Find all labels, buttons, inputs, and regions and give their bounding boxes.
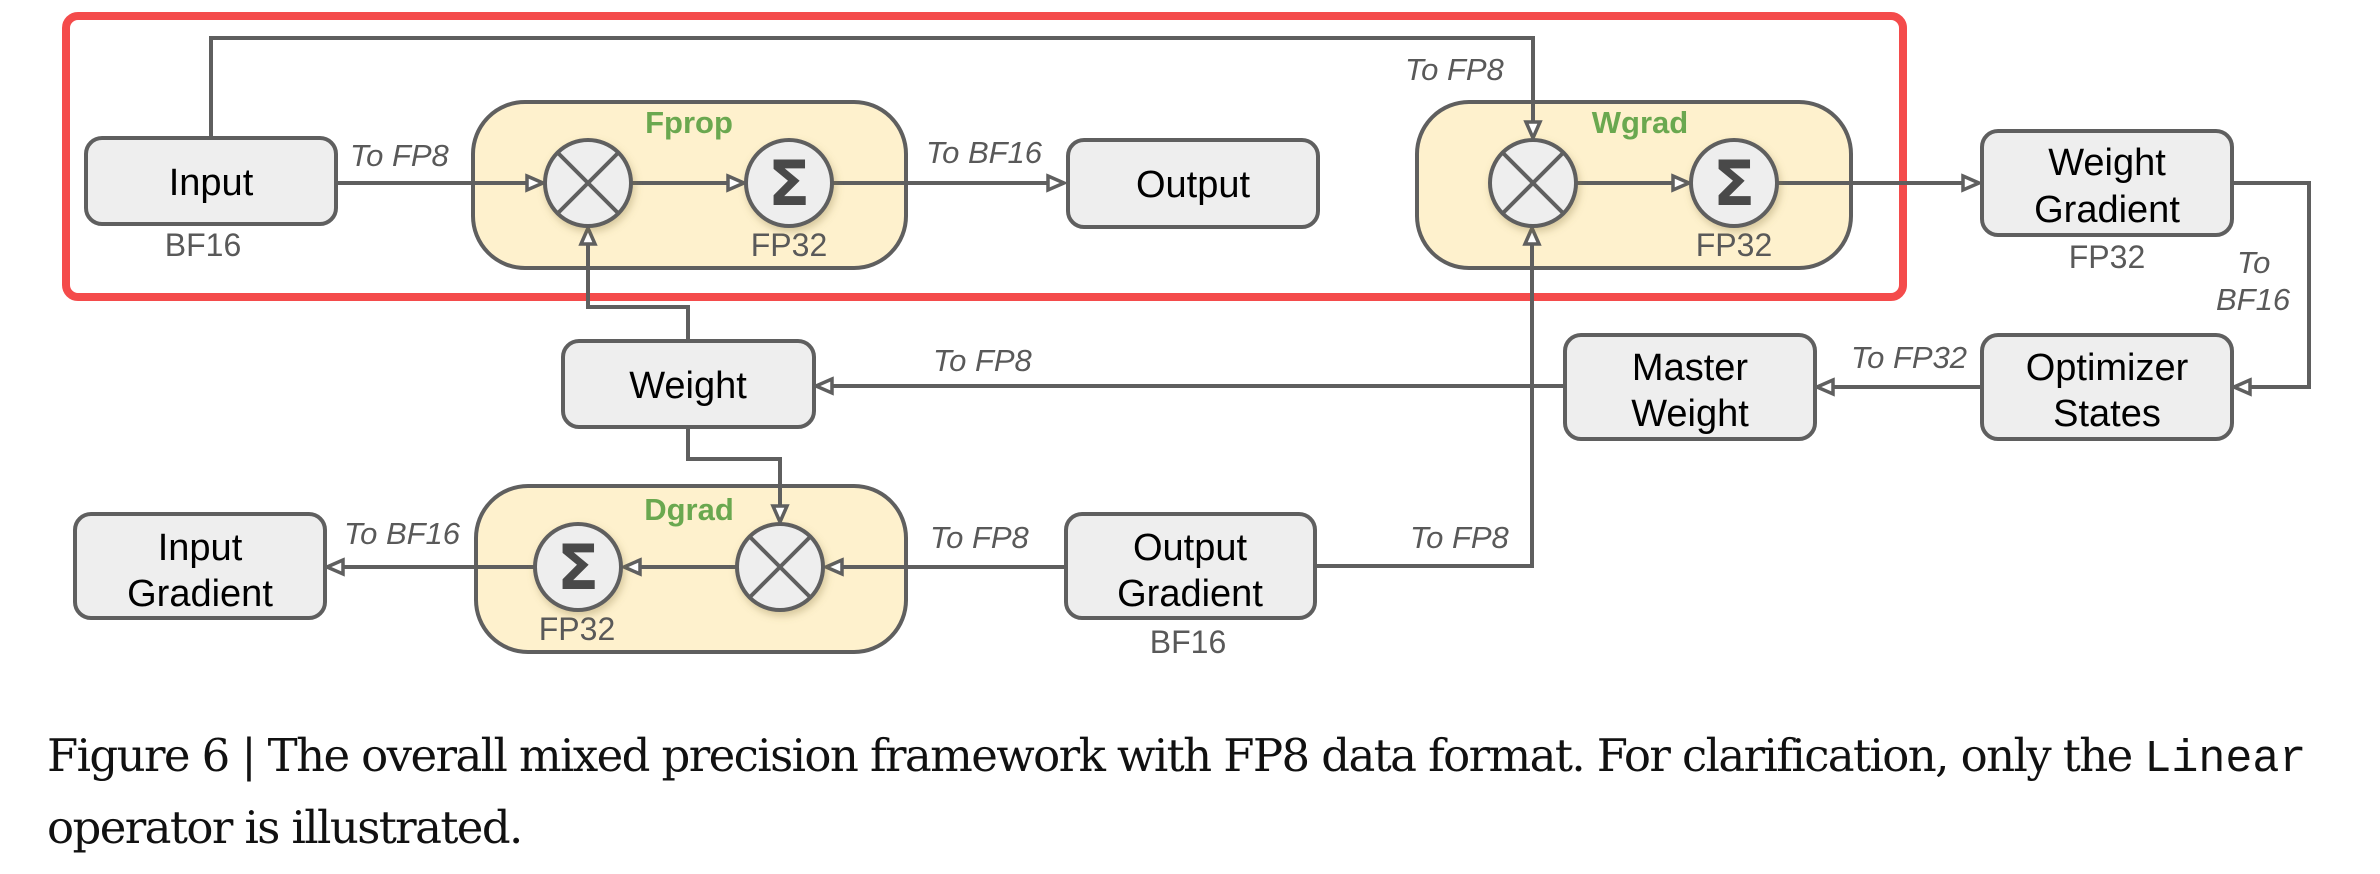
sum-icon: Σ [557,531,599,604]
wire-output-gradient-to-wgrad [1315,232,1534,568]
conv-label: BF16 [2216,282,2291,317]
fprop-accumulator-dtype: FP32 [751,227,827,263]
weight-gradient-label-2: Gradient [2034,189,2180,231]
optimizer-states-label-1: Optimizer [2026,347,2189,389]
output-gradient-label-2: Gradient [1117,573,1263,615]
fprop-sum-op: Σ [744,138,834,228]
arrowhead-right [1046,173,1069,193]
arrowhead-up [578,223,598,246]
dgrad-sum-op: Σ [533,522,623,612]
dgrad-multiply-op [735,522,825,612]
figure-caption: Figure 6 | The overall mixed precision f… [47,722,2367,862]
wgrad-accumulator-dtype: FP32 [1696,227,1772,263]
mixed-precision-diagram: Fprop FP32 Wgrad FP32 Dgrad FP32 [62,12,2311,660]
output-gradient-label-1: Output [1133,527,1248,569]
weight-gradient-dtype: FP32 [2069,239,2145,275]
arrowhead-up [1522,223,1542,246]
weight-label: Weight [629,365,747,407]
master-weight-label-2: Weight [1631,393,1749,435]
input-dtype: BF16 [165,227,241,263]
conv-label: To FP8 [930,520,1030,555]
connections [209,36,2311,569]
master-weight-node: Master Weight [1563,333,1817,441]
arrowhead-down [770,504,790,527]
arrowhead-right [1961,173,1984,193]
weight-gradient-node: Weight Gradient FP32 [1980,129,2234,275]
input-gradient-node: Input Gradient [73,512,327,620]
wire-input-to-wgrad [209,36,1535,137]
caption-text-end: operator is illustrated. [47,801,523,854]
wgrad-multiply-op [1488,138,1578,228]
input-gradient-label-1: Input [158,527,243,569]
conv-label: To FP8 [350,138,450,173]
input-node: Input BF16 [84,136,338,263]
dgrad-title: Dgrad [644,492,734,527]
conv-label: To [2237,245,2270,280]
caption-code: Linear [2144,734,2307,785]
output-label: Output [1136,164,1251,206]
arrowhead-left [1812,377,1835,397]
arrowhead-down [1523,120,1543,143]
conv-label: To BF16 [926,135,1043,170]
conv-label: To BF16 [344,516,461,551]
wgrad-sum-op: Σ [1689,138,1779,228]
master-weight-label-1: Master [1632,347,1748,389]
output-node: Output [1066,138,1320,229]
conv-label: To FP32 [1851,340,1967,375]
conv-label: To FP8 [1410,520,1510,555]
sum-icon: Σ [1713,147,1755,220]
sum-icon: Σ [768,147,810,220]
output-gradient-dtype: BF16 [1150,624,1226,660]
wire-weight-to-dgrad [686,427,782,518]
arrowhead-right [1671,173,1694,193]
fprop-title: Fprop [645,105,733,140]
arrowhead-right [726,173,749,193]
arrowhead-left [811,376,834,396]
input-gradient-label-2: Gradient [127,573,273,615]
output-gradient-node: Output Gradient BF16 [1064,512,1317,660]
arrowhead-right [525,173,548,193]
conversion-labels: To FP8 To BF16 To FP8 To BF16 To FP32 To… [344,52,2291,555]
wgrad-title: Wgrad [1592,105,1688,140]
conv-label: To FP8 [1405,52,1505,87]
arrowhead-left [2229,377,2252,397]
wire-weight-to-fprop [586,232,690,341]
weight-node: Weight [561,339,816,429]
arrowhead-left [322,557,345,577]
optimizer-states-label-2: States [2053,393,2161,435]
arrowhead-left [619,557,642,577]
conv-label: To FP8 [933,343,1033,378]
wire-weight-gradient-to-optimizer [2232,181,2311,389]
weight-gradient-label-1: Weight [2048,142,2166,184]
arrowheads [322,120,2252,577]
fp8-highlight-region [62,12,1907,301]
caption-text: Figure 6 | The overall mixed precision f… [47,729,2145,782]
fprop-multiply-op [543,138,633,228]
dgrad-accumulator-dtype: FP32 [539,611,615,647]
arrowhead-left [821,557,844,577]
optimizer-states-node: Optimizer States [1980,333,2234,441]
input-label: Input [169,162,254,204]
